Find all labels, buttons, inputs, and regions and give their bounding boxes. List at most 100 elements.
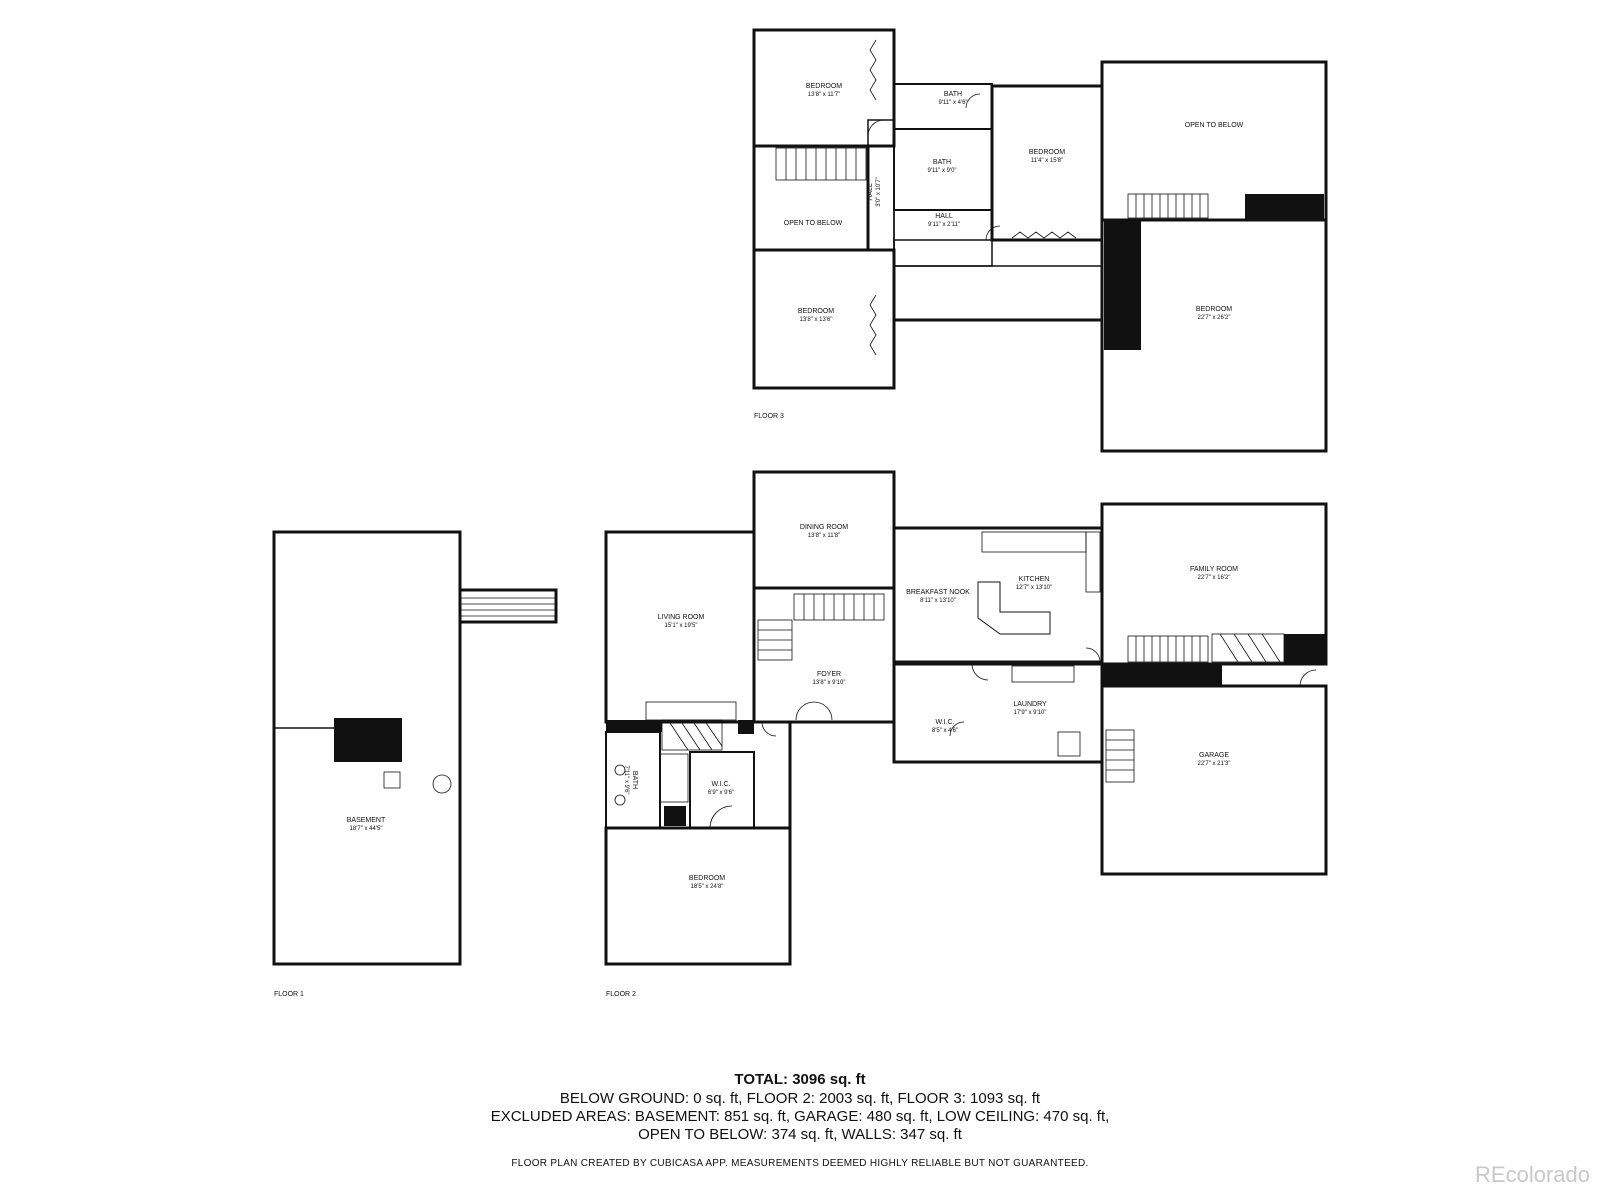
f2-garage-walls bbox=[1100, 684, 1328, 876]
f2-wall-block-garage bbox=[1102, 664, 1222, 686]
f1-chimney-base bbox=[334, 718, 402, 762]
room-label: KITCHEN 12'7" x 13'10" bbox=[1016, 576, 1052, 591]
f2-column bbox=[738, 720, 754, 734]
f3-chimney-left bbox=[1104, 220, 1141, 350]
area-breakdown-line-3: OPEN TO BELOW: 374 sq. ft, WALLS: 347 sq… bbox=[638, 1126, 962, 1143]
f3-door-swing bbox=[965, 93, 981, 109]
f2-bath-sink bbox=[614, 794, 626, 806]
room-label: BATH 9'11" x 9'0" bbox=[927, 159, 956, 174]
room-label: BEDROOM 18'5" x 24'8" bbox=[689, 875, 725, 890]
f3-closet-doors bbox=[869, 39, 877, 101]
floor-1 bbox=[272, 530, 558, 966]
room-dimensions: 11'4" x 15'8" bbox=[1031, 158, 1063, 164]
room-name: W.I.C. bbox=[711, 781, 730, 788]
f3-open-to-below-left-walls bbox=[752, 144, 870, 252]
floor-2 bbox=[604, 470, 1328, 966]
room-name: BEDROOM bbox=[689, 875, 725, 882]
f2-bedroom-walls bbox=[604, 826, 792, 966]
room-dimensions: 22'7" x 26'2" bbox=[1198, 315, 1231, 321]
f2-fireplace-living bbox=[661, 719, 723, 751]
f3-closet-doors bbox=[869, 294, 877, 356]
room-name: KITCHEN bbox=[1019, 576, 1050, 583]
f1-stair-landing bbox=[458, 588, 558, 624]
area-breakdown-line-2: EXCLUDED AREAS: BASEMENT: 851 sq. ft, GA… bbox=[490, 1108, 1110, 1125]
f2-shower bbox=[659, 753, 689, 803]
room-dimensions: 18'7" x 44'5" bbox=[350, 826, 383, 832]
area-breakdown-line-1: BELOW GROUND: 0 sq. ft, FLOOR 2: 2003 sq… bbox=[559, 1090, 1041, 1107]
room-label: BEDROOM 13'8" x 13'6" bbox=[798, 308, 834, 323]
f2-laundry-walls bbox=[892, 662, 1104, 764]
f2-wall-block-bath bbox=[606, 720, 662, 732]
room-name: BEDROOM bbox=[798, 308, 834, 315]
room-name: FOYER bbox=[817, 671, 841, 678]
room-name: BEDROOM bbox=[1029, 149, 1065, 156]
total-area: TOTAL: 3096 sq. ft bbox=[0, 1071, 1600, 1088]
room-dimensions: 18'5" x 24'8" bbox=[691, 884, 724, 890]
room-label: W.I.C. 8'5" x 4'6" bbox=[932, 719, 958, 734]
room-label: BEDROOM 11'4" x 15'8" bbox=[1029, 149, 1065, 164]
f2-fireplace-family bbox=[1211, 633, 1285, 663]
room-dimensions: 22'7" x 21'3" bbox=[1198, 761, 1231, 767]
f2-kitchen-counter-side bbox=[1085, 531, 1101, 593]
room-dimensions: 9'11" x 9'0" bbox=[927, 168, 956, 174]
room-dimensions: 8'11" x 13'10" bbox=[920, 598, 956, 604]
room-name: BEDROOM bbox=[806, 83, 842, 90]
room-name: OPEN TO BELOW bbox=[1185, 122, 1244, 129]
room-name: HALL bbox=[935, 213, 953, 220]
room-name: BATH bbox=[933, 159, 951, 166]
room-label: W.I.C. 6'9" x 9'6" bbox=[708, 781, 734, 796]
room-dimensions: 13'8" x 13'6" bbox=[800, 317, 833, 323]
room-name: FAMILY ROOM bbox=[1190, 566, 1238, 573]
room-dimensions: 12'7" x 13'10" bbox=[1016, 585, 1052, 591]
room-name: BATH bbox=[631, 771, 638, 789]
f2-laundry-counter bbox=[1011, 665, 1075, 683]
room-name: W.I.C. bbox=[935, 719, 954, 726]
room-name: BATH bbox=[944, 91, 962, 98]
room-label: OPEN TO BELOW bbox=[1185, 122, 1244, 129]
f3-stairs-right bbox=[1127, 193, 1209, 219]
room-label: OPEN TO BELOW bbox=[784, 220, 843, 227]
room-dimensions: 3'0" x 10'7" bbox=[876, 177, 882, 207]
f2-kitchen-counter bbox=[981, 531, 1087, 553]
f2-bath-sink bbox=[614, 764, 626, 776]
room-name: BREAKFAST NOOK bbox=[906, 589, 970, 596]
f2-door-swing bbox=[949, 721, 965, 737]
disclaimer-note: FLOOR PLAN CREATED BY CUBICASA APP. MEAS… bbox=[511, 1158, 1089, 1169]
room-label: LIVING ROOM 15'1" x 19'5" bbox=[658, 614, 705, 629]
room-name: DINING ROOM bbox=[800, 524, 848, 531]
room-dimensions: 15'1" x 19'5" bbox=[665, 623, 698, 629]
f3-closet-doors bbox=[1011, 231, 1077, 239]
f2-stairs-family bbox=[1127, 635, 1209, 663]
room-dimensions: 13'8" x 11'7" bbox=[808, 92, 840, 98]
f2-shower-floor bbox=[664, 806, 686, 826]
room-dimensions: 13'8" x 9'10" bbox=[813, 680, 846, 686]
f2-door-swing bbox=[709, 805, 733, 829]
room-dimensions: 7'11" x 9'6" bbox=[623, 765, 629, 794]
total-value: 3096 sq. ft bbox=[792, 1071, 866, 1088]
room-dimensions: 8'5" x 4'6" bbox=[932, 728, 958, 734]
room-name: LIVING ROOM bbox=[658, 614, 705, 621]
f2-chimney-family bbox=[1284, 634, 1326, 664]
f1-water-heater bbox=[383, 771, 401, 789]
f3-corridor-walls bbox=[893, 239, 1103, 267]
room-label: FOYER 13'8" x 9'10" bbox=[813, 671, 846, 686]
floor-3 bbox=[752, 28, 1328, 453]
f2-door-swing bbox=[971, 663, 989, 681]
f3-door-swing bbox=[985, 225, 1001, 241]
f3-chimney-right bbox=[1245, 194, 1324, 220]
room-name: GARAGE bbox=[1199, 752, 1229, 759]
f2-kitchen-island bbox=[977, 581, 1051, 635]
room-name: LAUNDRY bbox=[1013, 701, 1047, 708]
floor-3-label: FLOOR 3 bbox=[754, 413, 784, 420]
room-dimensions: 13'8" x 11'8" bbox=[808, 533, 840, 539]
f3-bedroom-large-walls bbox=[1100, 218, 1328, 453]
room-dimensions: 6'9" x 9'6" bbox=[708, 790, 734, 796]
f1-stairs bbox=[460, 597, 556, 617]
room-label: GARAGE 22'7" x 21'3" bbox=[1198, 752, 1231, 767]
